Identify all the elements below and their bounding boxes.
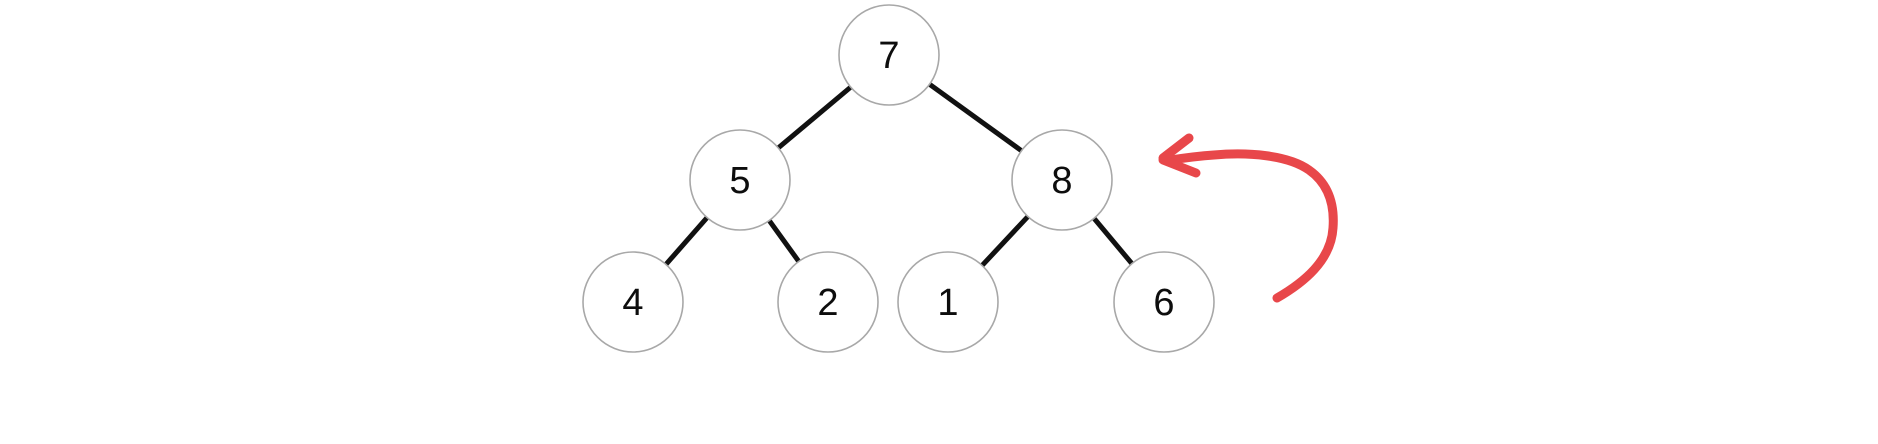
node-label: 1	[937, 282, 958, 324]
node-label: 6	[1153, 282, 1174, 324]
node-circle[interactable]	[1113, 251, 1215, 353]
arrow-head-lower-barb-icon	[1158, 155, 1201, 178]
edge-5-2	[767, 219, 801, 263]
tree-node-6[interactable]: 6	[1113, 251, 1215, 353]
red-curved-arrow-annotation	[1158, 133, 1338, 303]
node-circle[interactable]	[897, 251, 999, 353]
node-group: 7 5 8 4 2 1	[582, 4, 1215, 353]
arrow-head-upper-barb-icon	[1158, 133, 1194, 163]
tree-node-8[interactable]: 8	[1011, 129, 1113, 231]
node-label: 8	[1051, 160, 1072, 202]
tree-node-5[interactable]: 5	[689, 129, 791, 231]
arrow-curve-icon	[1166, 149, 1338, 303]
edge-8-6	[1092, 216, 1134, 266]
node-label: 5	[729, 160, 750, 202]
tree-node-2[interactable]: 2	[777, 251, 879, 353]
node-circle[interactable]	[838, 4, 940, 106]
node-label: 7	[878, 35, 899, 77]
edge-7-5	[776, 85, 853, 150]
edge-7-8	[928, 82, 1023, 153]
node-circle[interactable]	[582, 251, 684, 353]
node-circle[interactable]	[689, 129, 791, 231]
node-circle[interactable]	[777, 251, 879, 353]
node-label: 4	[622, 282, 643, 324]
node-label: 2	[817, 282, 838, 324]
edge-group	[664, 82, 1134, 268]
tree-node-4[interactable]: 4	[582, 251, 684, 353]
edge-5-4	[664, 215, 709, 267]
node-circle[interactable]	[1011, 129, 1113, 231]
tree-node-7[interactable]: 7	[838, 4, 940, 106]
edge-8-1	[980, 214, 1030, 268]
tree-node-1[interactable]: 1	[897, 251, 999, 353]
